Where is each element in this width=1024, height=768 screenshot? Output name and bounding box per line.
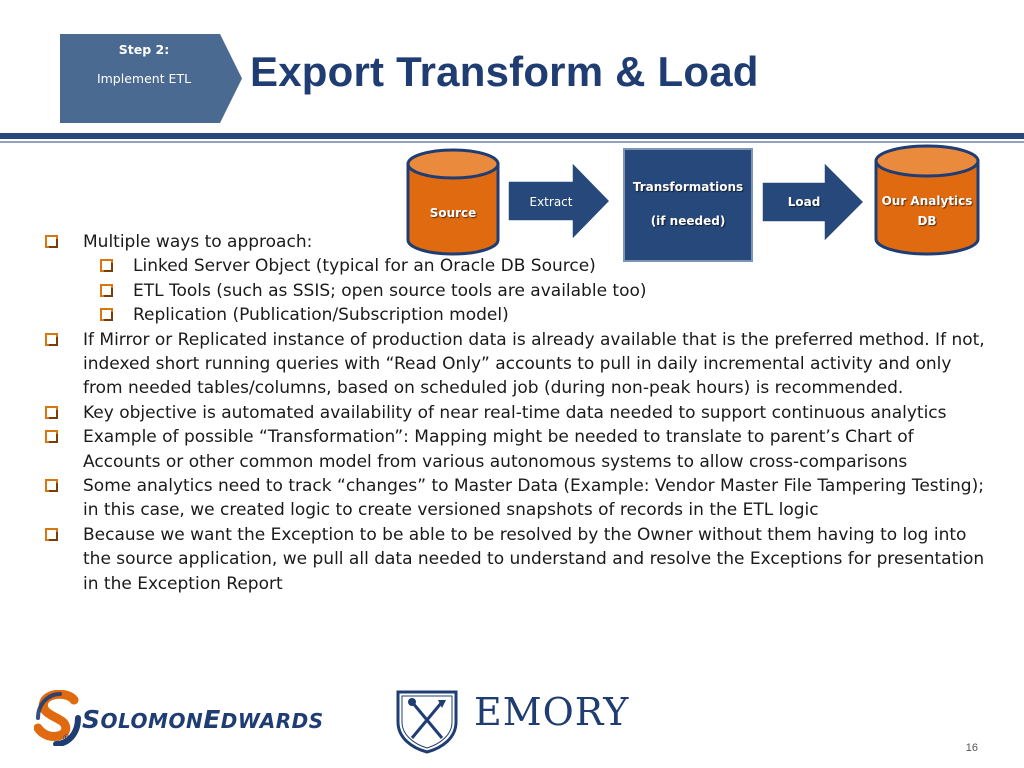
checkbox-bullet-icon [45, 235, 58, 248]
sub-bullet-item: Linked Server Object (typical for an Ora… [45, 254, 985, 278]
sub-bullet-item: Replication (Publication/Subscription mo… [45, 303, 985, 327]
solomon-edwards-wordmark: SOLOMONEDWARDS [82, 705, 324, 734]
title-divider [0, 133, 1024, 139]
if-needed-label: (if needed) [650, 214, 726, 228]
sub-bullet-item: ETL Tools (such as SSIS; open source too… [45, 279, 985, 303]
bullet-item: Example of possible “Transformation”: Ma… [45, 425, 985, 474]
analytics-db-cylinder [874, 144, 980, 256]
page-number: 16 [965, 742, 978, 754]
source-label: Source [429, 206, 477, 220]
load-arrow [761, 160, 866, 244]
transformations-box [623, 148, 753, 262]
source-cylinder [406, 148, 500, 256]
emory-wordmark: EMORY [474, 690, 630, 734]
checkbox-bullet-icon [100, 283, 113, 297]
checkbox-bullet-icon [100, 259, 113, 273]
transformations-label: Transformations [632, 180, 744, 194]
etl-diagram: Source Extract Transformations (if neede… [0, 0, 1024, 300]
bullet-item: If Mirror or Replicated instance of prod… [45, 328, 985, 401]
chevron-shape [60, 34, 242, 123]
bullet-item: Some analytics need to track “changes” t… [45, 474, 985, 523]
registered-mark: ® [62, 734, 71, 744]
slide-title: Export Transform & Load [250, 48, 759, 95]
bullet-item: Because we want the Exception to be able… [45, 523, 985, 596]
emory-logo: EMORY [392, 688, 632, 754]
step-chevron: Step 2: Implement ETL [60, 34, 242, 123]
solomon-s-icon [34, 690, 81, 746]
analytics-db-label-line1: Our Analytics [881, 194, 973, 208]
checkbox-bullet-icon [45, 479, 58, 493]
analytics-db-label-line2: DB [917, 214, 937, 228]
bullet-item: Key objective is automated availability … [45, 401, 985, 425]
checkbox-bullet-icon [45, 527, 58, 541]
checkbox-bullet-icon [100, 308, 113, 322]
checkbox-bullet-icon [45, 405, 58, 419]
checkbox-bullet-icon [45, 430, 58, 444]
checkbox-bullet-icon [45, 332, 58, 346]
title-divider-thin [0, 141, 1024, 143]
bullet-item: Multiple ways to approach: [45, 230, 985, 254]
emory-shield-icon [396, 690, 458, 754]
step-name: Implement ETL [96, 71, 192, 86]
extract-arrow [507, 160, 612, 242]
step-number: Step 2: [118, 42, 170, 57]
solomon-edwards-logo: SOLOMONEDWARDS ® [34, 690, 323, 746]
bullet-list: Multiple ways to approach: Linked Server… [45, 230, 985, 596]
extract-label: Extract [529, 195, 573, 209]
load-label: Load [787, 195, 821, 209]
